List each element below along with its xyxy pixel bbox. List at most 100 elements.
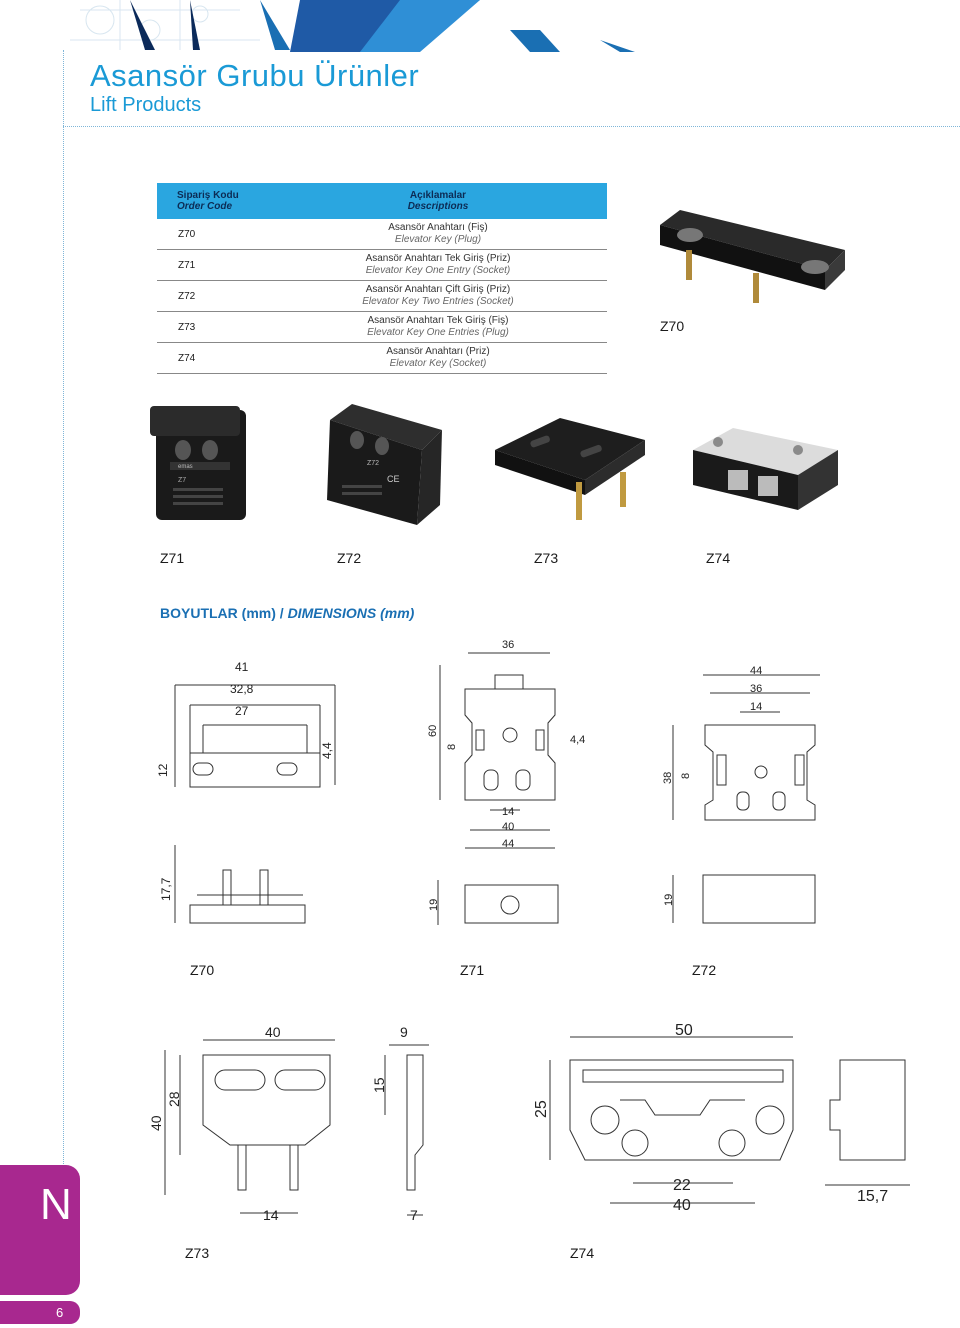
section-letter: N bbox=[40, 1180, 72, 1229]
z73-dimension-drawing: 40 40 28 14 9 15 7 bbox=[148, 1024, 429, 1223]
z74-dimension-drawing: 50 25 22 40 15,7 bbox=[533, 1022, 910, 1214]
z71-drawing-label: Z71 bbox=[460, 962, 485, 978]
z71-dim-4-4: 4,4 bbox=[570, 734, 585, 746]
page-title: Asansör Grubu Ürünler bbox=[90, 58, 420, 93]
z71-dim-44: 44 bbox=[502, 838, 514, 850]
z71-photo-label: Z71 bbox=[160, 550, 185, 566]
z72-dim-14: 14 bbox=[750, 701, 762, 713]
z72-dim-36: 36 bbox=[750, 683, 762, 695]
z72-dim-8: 8 bbox=[680, 773, 692, 779]
order-code-header-en: Order Code bbox=[177, 201, 233, 212]
description-tr: Asansör Anahtarı (Priz) bbox=[386, 346, 490, 357]
table-row: Z71 Asansör Anahtarı Tek Giriş (Priz)Ele… bbox=[157, 249, 607, 281]
description-tr: Asansör Anahtarı Tek Giriş (Priz) bbox=[365, 253, 511, 264]
z73-dim-14: 14 bbox=[263, 1207, 279, 1223]
table-row: Z73 Asansör Anahtarı Tek Giriş (Fiş)Elev… bbox=[157, 311, 607, 343]
description: Asansör Anahtarı (Priz)Elevator Key (Soc… bbox=[269, 342, 607, 374]
z73-dim-40: 40 bbox=[265, 1024, 281, 1040]
page-number-badge bbox=[0, 1301, 80, 1324]
description-tr: Asansör Anahtarı Tek Giriş (Fiş) bbox=[367, 315, 509, 326]
table-row: Z74 Asansör Anahtarı (Priz)Elevator Key … bbox=[157, 342, 607, 374]
z74-drawing-label: Z74 bbox=[570, 1245, 595, 1261]
z73-dim-40-height: 40 bbox=[148, 1115, 164, 1131]
z74-dim-40: 40 bbox=[673, 1197, 691, 1214]
z74-dim-22: 22 bbox=[673, 1177, 691, 1194]
z72-ce-mark: CE bbox=[387, 474, 400, 484]
z71-dim-36: 36 bbox=[502, 639, 514, 651]
header-divider bbox=[63, 126, 960, 127]
page-subtitle: Lift Products bbox=[90, 94, 202, 116]
order-code: Z71 bbox=[157, 249, 269, 281]
z71-brand-mark: emas bbox=[178, 464, 193, 470]
z72-photo-label: Z72 bbox=[337, 550, 362, 566]
z72-model-mark: Z72 bbox=[367, 460, 379, 467]
z72-dim-19: 19 bbox=[663, 894, 675, 906]
z71-dimension-drawing: 36 60 8 4,4 14 40 44 19 bbox=[427, 639, 585, 925]
order-code: Z70 bbox=[157, 219, 269, 250]
section-badge bbox=[0, 1165, 80, 1295]
description-en: Elevator Key One Entry (Socket) bbox=[365, 265, 511, 276]
order-code: Z74 bbox=[157, 342, 269, 374]
z70-dim-32-8: 32,8 bbox=[230, 682, 254, 696]
description-tr: Asansör Anahtarı Çift Giriş (Priz) bbox=[365, 284, 511, 295]
table-row: Z70 Asansör Anahtarı (Fiş)Elevator Key (… bbox=[157, 219, 607, 250]
z71-dim-8: 8 bbox=[446, 744, 458, 750]
z70-product-photo bbox=[660, 210, 845, 303]
z70-photo-label: Z70 bbox=[660, 318, 685, 334]
description: Asansör Anahtarı Tek Giriş (Fiş)Elevator… bbox=[269, 311, 607, 343]
z70-dim-12: 12 bbox=[156, 763, 170, 777]
z73-product-photo bbox=[495, 418, 645, 520]
description: Asansör Anahtarı Çift Giriş (Priz)Elevat… bbox=[269, 280, 607, 312]
z71-product-photo: emas Z7 bbox=[150, 406, 246, 520]
z70-dim-27: 27 bbox=[235, 704, 249, 718]
descriptions-header-en: Descriptions bbox=[407, 201, 469, 212]
z72-dim-38: 38 bbox=[662, 772, 674, 784]
dimensions-title-en: DIMENSIONS (mm) bbox=[287, 605, 415, 621]
description-en: Elevator Key (Plug) bbox=[394, 234, 482, 245]
order-code: Z72 bbox=[157, 280, 269, 312]
order-code-header-tr: Sipariş Kodu bbox=[177, 190, 239, 201]
z73-drawing-label: Z73 bbox=[185, 1245, 210, 1261]
dimensions-title-tr: BOYUTLAR (mm) / bbox=[160, 605, 288, 621]
descriptions-header: Açıklamalar Descriptions bbox=[269, 183, 607, 219]
order-code-header: Sipariş Kodu Order Code bbox=[157, 183, 269, 219]
z73-dim-9: 9 bbox=[400, 1024, 408, 1040]
z73-dim-15: 15 bbox=[371, 1077, 387, 1093]
z73-dim-28: 28 bbox=[166, 1091, 182, 1107]
description: Asansör Anahtarı Tek Giriş (Priz)Elevato… bbox=[269, 249, 607, 281]
dimensions-title: BOYUTLAR (mm) / DIMENSIONS (mm) bbox=[160, 605, 414, 621]
description: Asansör Anahtarı (Fiş)Elevator Key (Plug… bbox=[269, 219, 607, 250]
z74-dim-15-7: 15,7 bbox=[857, 1188, 888, 1205]
z74-photo-label: Z74 bbox=[706, 550, 731, 566]
z71-dim-40: 40 bbox=[502, 821, 514, 833]
z71-dim-19: 19 bbox=[428, 899, 440, 911]
margin-guide bbox=[63, 50, 64, 1190]
header-decoration bbox=[60, 0, 960, 52]
order-code: Z73 bbox=[157, 311, 269, 343]
z72-dimension-drawing: 44 36 14 38 8 19 bbox=[662, 665, 820, 924]
table-row: Z72 Asansör Anahtarı Çift Giriş (Priz)El… bbox=[157, 280, 607, 312]
description-en: Elevator Key One Entries (Plug) bbox=[367, 327, 509, 338]
z73-dim-7: 7 bbox=[410, 1207, 418, 1223]
z72-drawing-label: Z72 bbox=[692, 962, 717, 978]
description-en: Elevator Key Two Entries (Socket) bbox=[362, 296, 514, 307]
z71-model-mark: Z7 bbox=[178, 477, 186, 484]
description-tr: Asansör Anahtarı (Fiş) bbox=[388, 222, 488, 233]
descriptions-header-tr: Açıklamalar bbox=[409, 190, 467, 201]
z70-dim-17-7: 17,7 bbox=[159, 877, 173, 901]
order-code-table: Sipariş Kodu Order Code Açıklamalar Desc… bbox=[157, 183, 607, 374]
z70-dimension-drawing: 41 32,8 27 12 4,4 17,7 bbox=[156, 660, 336, 924]
z70-dim-4-4: 4,4 bbox=[320, 742, 334, 759]
z70-dim-41: 41 bbox=[235, 660, 249, 674]
z74-dim-25: 25 bbox=[533, 1100, 550, 1118]
z70-drawing-label: Z70 bbox=[190, 962, 215, 978]
z71-dim-14: 14 bbox=[502, 806, 514, 818]
page-number: 6 bbox=[56, 1305, 64, 1320]
description-en: Elevator Key (Socket) bbox=[389, 358, 487, 369]
z74-product-photo bbox=[693, 428, 838, 510]
z71-dim-60: 60 bbox=[427, 725, 439, 737]
z73-photo-label: Z73 bbox=[534, 550, 559, 566]
z72-dim-44: 44 bbox=[750, 665, 762, 677]
z74-dim-50: 50 bbox=[675, 1022, 693, 1039]
z72-product-photo: Z72 CE bbox=[327, 404, 442, 525]
